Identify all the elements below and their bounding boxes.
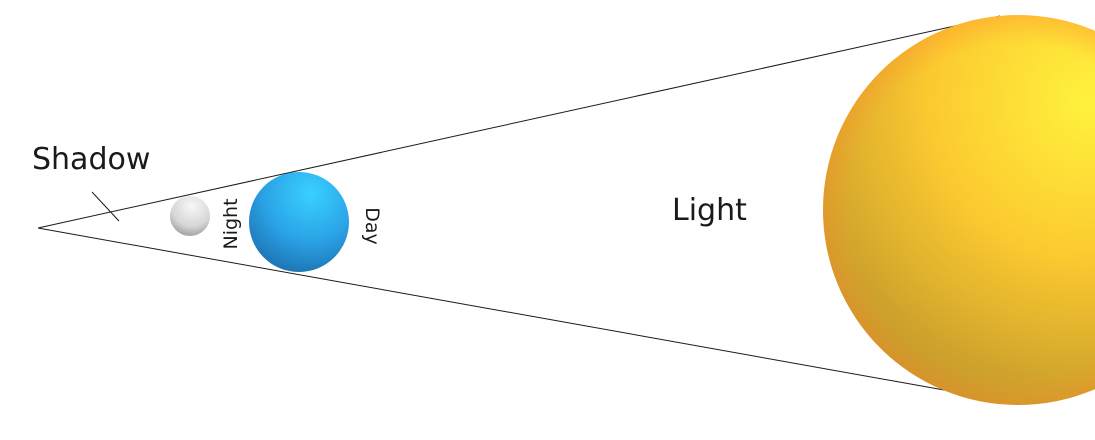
cone-top-line: [37, 15, 1001, 229]
night-label: Night: [220, 198, 242, 250]
earth-sphere: [249, 172, 349, 272]
day-label: Day: [361, 207, 383, 245]
shadow-label: Shadow: [32, 142, 151, 177]
cone-bottom-line: [37, 227, 1001, 401]
sun-rim-glow: [823, 15, 1095, 405]
light-label: Light: [672, 193, 747, 228]
shadow-pointer-line: [91, 191, 120, 222]
moon-sphere: [170, 196, 210, 236]
